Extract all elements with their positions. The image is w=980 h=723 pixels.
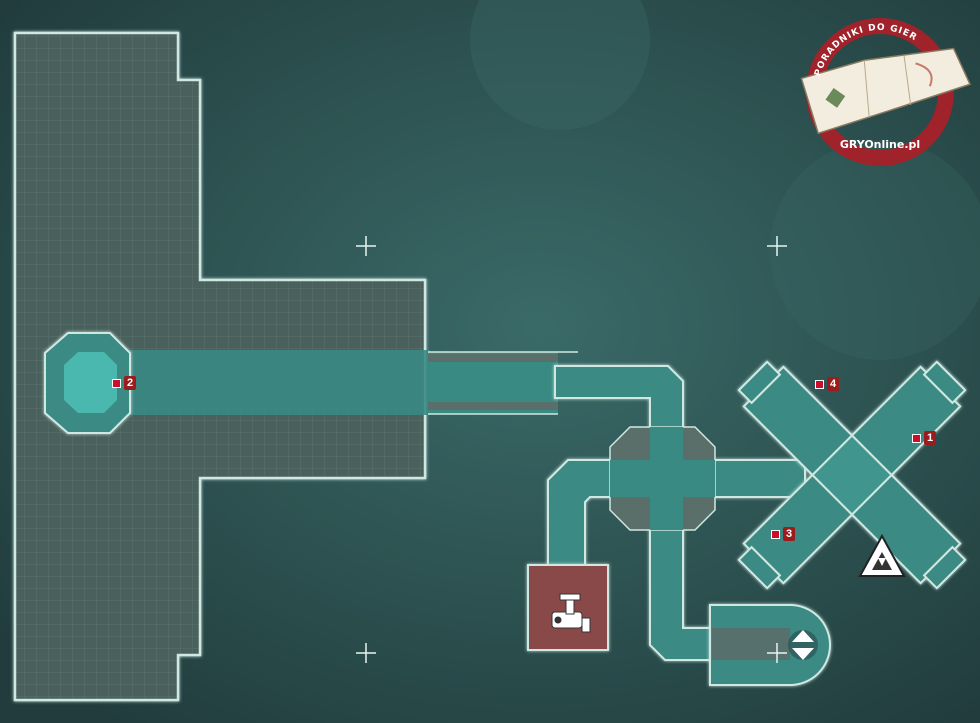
logo-graphic: PORADNIKI DO GIER GRYOnline.pl <box>800 18 972 166</box>
marker-label: 1 <box>924 431 937 445</box>
marker-square-icon <box>771 529 780 539</box>
map-marker-3[interactable]: 3 <box>771 527 796 541</box>
map-marker-2[interactable]: 2 <box>112 376 137 390</box>
security-camera-icon <box>551 593 591 633</box>
crosshair-icon <box>356 236 787 663</box>
animus-symbol-icon <box>858 533 906 577</box>
marker-label: 3 <box>783 527 796 541</box>
map-marker-4[interactable]: 4 <box>815 377 840 391</box>
marker-square-icon <box>912 433 921 443</box>
gryonline-logo: PORADNIKI DO GIER GRYOnline.pl <box>790 10 975 170</box>
cross-room <box>737 360 967 590</box>
floor-up-down-icon <box>788 630 818 660</box>
marker-square-icon <box>112 378 121 388</box>
marker-label: 4 <box>827 377 840 391</box>
marker-label: 2 <box>124 376 137 390</box>
logo-bottom-text: GRYOnline.pl <box>840 138 920 151</box>
main-corridor <box>90 350 430 415</box>
map-marker-1[interactable]: 1 <box>912 431 937 445</box>
marker-square-icon <box>815 379 824 389</box>
